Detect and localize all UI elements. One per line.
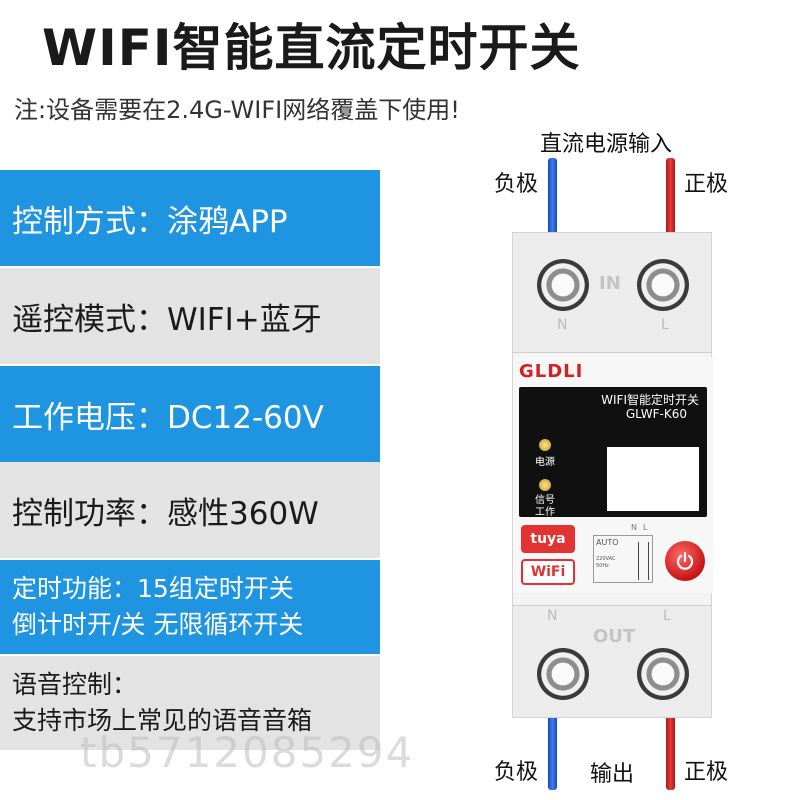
dc-input-label: 直流电源输入 (540, 132, 673, 157)
feature-row-power: 控制功率：感性360W (0, 462, 380, 558)
port-out-label: OUT (593, 626, 636, 647)
schematic-line-n (638, 542, 639, 580)
terminal-bottom-n (537, 648, 589, 700)
terminal-bottom-l (637, 648, 689, 700)
negative-top-label: 负极 (494, 172, 539, 197)
terminal-top-n (537, 259, 589, 311)
feature-text-line1: 定时功能：15组定时开关 (12, 574, 294, 603)
display-panel: WIFI智能定时开关 GLWF-K60 电源 信号 工作 (519, 387, 707, 519)
schematic-l-label: L (643, 523, 648, 532)
signal-led-icon (539, 479, 551, 491)
port-in-label: IN (599, 273, 621, 294)
n-label-bottom: N (547, 608, 558, 624)
positive-top-label: 正极 (684, 172, 729, 197)
auto-label: AUTO (596, 538, 619, 547)
rating-line2: 50Hz (596, 563, 609, 569)
feature-row-control-mode: 控制方式：涂鸦APP (0, 170, 380, 266)
model-number: GLWF-K60 (625, 407, 687, 421)
feature-text: 控制方式：涂鸦APP (12, 203, 288, 240)
device-top-cap: IN N L (513, 233, 711, 353)
signal-label-line1: 信号 (535, 495, 555, 506)
negative-bottom-label: 负极 (494, 760, 539, 785)
notice-text: 注:设备需要在2.4G-WIFI网络覆盖下使用! (14, 96, 460, 124)
rating-line1: 220VAC (596, 556, 616, 562)
l-label-bottom: L (663, 608, 671, 624)
feature-row-remote-mode: 遥控模式：WIFI+蓝牙 (0, 268, 380, 364)
device-bottom-cap: N L OUT (513, 605, 711, 717)
l-label-top: L (661, 317, 669, 333)
feature-text-line1: 语音控制： (12, 670, 138, 699)
feature-row-timer: 定时功能：15组定时开关 倒计时开/关 无限循环开关 (0, 560, 380, 654)
feature-text: 遥控模式：WIFI+蓝牙 (12, 301, 322, 338)
terminal-top-l (637, 259, 689, 311)
feature-row-voice: 语音控制： 支持市场上常见的语音音箱 (0, 656, 380, 750)
device-face: GLDLI WIFI智能定时开关 GLWF-K60 电源 信号 工作 tuya … (513, 357, 713, 593)
device-body: IN N L GLDLI WIFI智能定时开关 GLWF-K60 电源 信号 工… (512, 232, 713, 718)
page-title: WIFI智能直流定时开关 (42, 19, 581, 77)
n-label-top: N (557, 317, 568, 333)
wire-positive-top (666, 158, 675, 238)
wire-negative-bottom (548, 712, 557, 790)
power-button-icon (676, 551, 694, 570)
panel-title: WIFI智能定时开关 (601, 393, 699, 407)
feature-text-line2: 倒计时开/关 无限循环开关 (12, 610, 304, 639)
positive-bottom-label: 正极 (684, 760, 729, 785)
signal-label-line2: 工作 (535, 507, 555, 518)
rating-label: 220VAC 50Hz (596, 556, 615, 570)
power-button[interactable] (665, 541, 705, 581)
tuya-logo: tuya (521, 525, 575, 553)
feature-text-line2: 支持市场上常见的语音音箱 (12, 706, 313, 735)
display-screen (607, 447, 699, 511)
feature-row-voltage: 工作电压：DC12-60V (0, 366, 380, 462)
wiring-schematic: AUTO 220VAC 50Hz (593, 535, 653, 583)
output-label: 输出 (590, 762, 635, 787)
feature-text: 工作电压：DC12-60V (12, 399, 324, 436)
signal-led-label: 信号 工作 (535, 495, 555, 519)
wire-positive-bottom (666, 712, 675, 790)
wifi-icon: WiFi (521, 559, 575, 585)
power-led-icon (539, 439, 551, 451)
schematic-n-label: N (631, 523, 637, 532)
feature-text: 控制功率：感性360W (12, 495, 319, 532)
brand-logo: GLDLI (519, 361, 584, 382)
watermark-text: tb5712085294 (80, 728, 415, 777)
power-led-label: 电源 (535, 457, 555, 468)
wire-negative-top (548, 158, 557, 238)
schematic-line-l (648, 542, 649, 580)
